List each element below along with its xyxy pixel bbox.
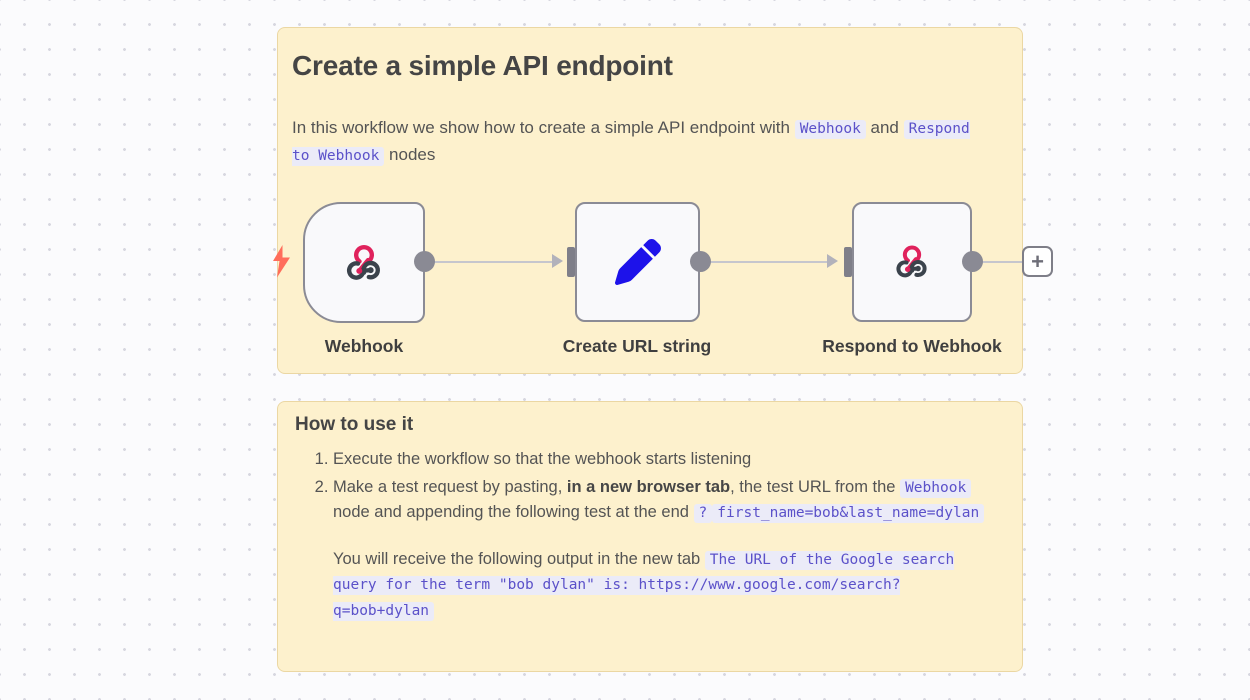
inline-code-query-prefix: ?	[693, 504, 713, 523]
input-endpoint[interactable]	[567, 247, 575, 277]
node-label-webhook: Webhook	[324, 336, 404, 356]
connection-line	[982, 261, 1022, 263]
node-label-respond-to-webhook: Respond to Webhook	[822, 336, 1002, 356]
sticky-note-howto[interactable]: How to use it Execute the workflow so th…	[277, 401, 1023, 672]
node-create-url-string[interactable]	[575, 202, 700, 322]
arrowhead-icon	[827, 254, 838, 268]
output-endpoint[interactable]	[962, 251, 983, 272]
step-bold-text: in a new browser tab	[566, 477, 731, 496]
note-description: In this workflow we show how to create a…	[292, 115, 972, 169]
note-title: Create a simple API endpoint	[292, 50, 673, 81]
howto-step-1: Execute the workflow so that the webhook…	[333, 447, 988, 472]
description-text: In this workflow we show how to create a…	[292, 118, 795, 137]
connection-line	[434, 261, 558, 263]
step-text: , the test URL from the	[730, 477, 901, 496]
pencil-icon	[614, 239, 661, 285]
webhook-icon	[891, 241, 933, 283]
output-endpoint[interactable]	[690, 251, 711, 272]
step-text: Execute the workflow so that the webhook…	[333, 450, 752, 468]
arrowhead-icon	[552, 254, 563, 268]
howto-heading: How to use it	[295, 414, 414, 435]
step-text: Make a test request by pasting,	[333, 477, 567, 496]
node-webhook[interactable]	[303, 202, 425, 323]
input-endpoint[interactable]	[844, 247, 852, 277]
node-respond-to-webhook[interactable]	[852, 202, 972, 322]
webhook-icon	[341, 240, 387, 286]
inline-code-webhook: Webhook	[900, 478, 972, 498]
howto-step-2: Make a test request by pasting, in a new…	[333, 475, 988, 624]
connection-line	[710, 261, 832, 263]
lightning-bolt-icon	[272, 245, 291, 283]
howto-steps: Execute the workflow so that the webhook…	[295, 447, 1002, 623]
output-endpoint[interactable]	[414, 251, 435, 272]
node-label-create-url-string: Create URL string	[562, 336, 712, 356]
step-text: node and appending the following test at…	[333, 503, 694, 521]
inline-code-webhook: Webhook	[794, 120, 866, 139]
description-text: nodes	[384, 145, 436, 164]
output-text: You will receive the following output in…	[333, 549, 705, 568]
add-node-button[interactable]: +	[1022, 246, 1053, 277]
inline-code-query-string: first_name=bob&last_name=dylan	[712, 504, 985, 523]
expected-output-paragraph: You will receive the following output in…	[333, 547, 981, 624]
description-text: and	[865, 118, 904, 137]
